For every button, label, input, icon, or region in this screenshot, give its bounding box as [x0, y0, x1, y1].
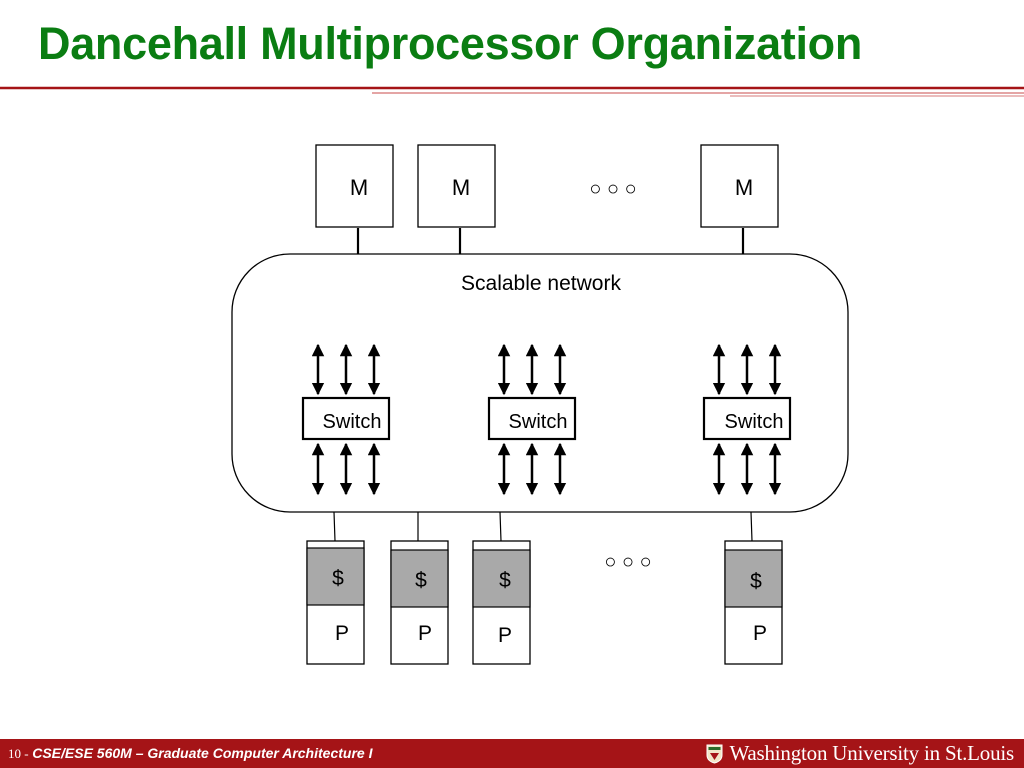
cache-label: $ [332, 567, 344, 590]
memory-label: M [452, 175, 470, 200]
memory-module: M [315, 144, 394, 256]
switch: Switch [301, 343, 391, 496]
switch: Switch [702, 343, 792, 496]
processor-label: P [335, 622, 349, 645]
slide-title: Dancehall Multiprocessor Organization [38, 18, 863, 69]
processor-node: $ P [306, 511, 365, 665]
title-divider [0, 86, 1024, 97]
scalable-network [231, 253, 849, 513]
cache-label: $ [750, 570, 762, 593]
processor-label: P [498, 624, 512, 647]
switch-label: Switch [323, 411, 382, 433]
footer-left: 10 - CSE/ESE 560M – Graduate Computer Ar… [8, 745, 372, 762]
network-label: Scalable network [461, 272, 621, 295]
cache-label: $ [499, 569, 511, 592]
processor-ellipsis: ○ ○ ○ [604, 551, 651, 573]
cache-label: $ [415, 569, 427, 592]
memory-module: M [700, 144, 779, 256]
processor-node: $ P [724, 511, 783, 665]
page-number: 10 - [8, 746, 29, 761]
university-name: Washington University in St.Louis [729, 741, 1014, 765]
memory-ellipsis: ○ ○ ○ [589, 178, 636, 200]
course-title: CSE/ESE 560M – Graduate Computer Archite… [32, 745, 373, 761]
switch: Switch [487, 343, 577, 496]
processor-node: $ P [472, 511, 531, 665]
memory-module: M [417, 144, 496, 256]
footer-bar: 10 - CSE/ESE 560M – Graduate Computer Ar… [0, 739, 1024, 768]
processor-label: P [753, 622, 767, 645]
footer-right: Washington University in St.Louis [706, 741, 1014, 765]
university-crest-icon [706, 744, 723, 764]
memory-label: M [350, 175, 368, 200]
switch-label: Switch [509, 411, 568, 433]
switch-label: Switch [725, 411, 784, 433]
processor-label: P [418, 622, 432, 645]
memory-label: M [735, 175, 753, 200]
processor-node: $ P [390, 512, 449, 665]
